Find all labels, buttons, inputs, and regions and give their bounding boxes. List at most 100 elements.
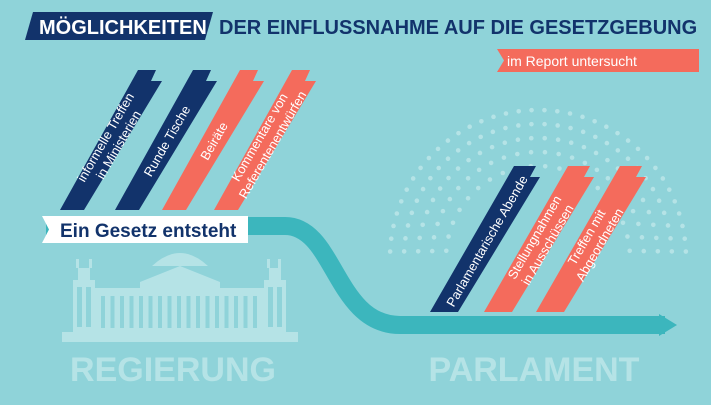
seat-dot xyxy=(445,138,451,143)
seat-dot xyxy=(676,211,682,216)
seat-dot xyxy=(487,177,493,182)
legend-badge xyxy=(497,49,699,72)
seat-dot xyxy=(435,221,440,227)
seat-dot xyxy=(580,114,585,120)
seat-dot xyxy=(466,157,471,163)
seat-dot xyxy=(503,125,508,131)
seat-dot xyxy=(581,144,587,150)
seat-dot xyxy=(428,175,433,181)
process-arrowhead xyxy=(659,314,677,336)
seat-dot xyxy=(595,185,601,191)
seat-dot xyxy=(605,157,610,163)
seat-dot xyxy=(568,140,574,145)
building-column xyxy=(129,296,134,328)
building-column xyxy=(177,296,181,328)
seat-dot xyxy=(582,160,588,166)
title-rest: DER EINFLUSSNAHME AUF DIE GESETZGEBUNG xyxy=(219,17,697,39)
seat-dot xyxy=(639,235,645,240)
building-column xyxy=(205,296,210,328)
seat-dot xyxy=(515,151,520,157)
seat-dot xyxy=(555,123,560,128)
seat-dot xyxy=(604,140,610,146)
seat-dot xyxy=(555,137,561,142)
seat-dot xyxy=(580,129,586,135)
seat-dot xyxy=(415,248,421,254)
seat-dot xyxy=(465,176,471,181)
seat-dot xyxy=(457,207,462,213)
seat-dot xyxy=(456,130,461,136)
ribbon-label-line: Runde Tische xyxy=(141,103,194,179)
seat-dot xyxy=(660,176,666,181)
seat-dot xyxy=(388,236,394,241)
process-banner xyxy=(42,216,248,243)
seat-dot xyxy=(630,208,636,214)
seat-dot xyxy=(604,124,609,130)
seat-dot xyxy=(556,151,561,157)
building-column xyxy=(224,296,229,328)
tower-window xyxy=(77,287,82,327)
building-column xyxy=(215,296,219,328)
legislation-process-line xyxy=(46,217,665,334)
seat-dot xyxy=(656,198,662,204)
seat-dot xyxy=(665,223,671,228)
building-column xyxy=(110,296,115,328)
seat-dot xyxy=(627,248,633,254)
seat-dot xyxy=(542,121,547,127)
seat-dot xyxy=(528,149,534,155)
building-column xyxy=(234,296,238,328)
seat-dot xyxy=(651,222,656,228)
seat-dot xyxy=(437,186,443,191)
seat-dot xyxy=(625,156,631,162)
seat-dot xyxy=(542,163,548,169)
seat-dot xyxy=(447,196,453,202)
seat-dot xyxy=(455,148,461,153)
seat-dot xyxy=(625,138,631,143)
seat-dot xyxy=(398,199,404,204)
ribbon-shape xyxy=(115,70,217,210)
seat-dot xyxy=(529,121,534,127)
seat-dot xyxy=(528,135,534,141)
ribbon-label: Runde Tische xyxy=(141,103,194,179)
tower-window xyxy=(277,287,282,327)
seat-dot xyxy=(475,185,481,191)
tower-window xyxy=(86,287,91,327)
seat-dot xyxy=(615,148,621,153)
seat-dot xyxy=(620,220,626,226)
tower-window xyxy=(268,287,273,327)
seat-dot xyxy=(436,165,442,171)
seat-dot xyxy=(418,165,423,171)
seat-dot xyxy=(641,248,647,254)
legend-label: im Report untersucht xyxy=(507,53,637,69)
building-column xyxy=(158,296,162,328)
building-column xyxy=(196,296,200,328)
seat-dot xyxy=(644,155,650,161)
seat-dot xyxy=(489,144,495,150)
seat-dot xyxy=(424,209,430,215)
seat-dot xyxy=(683,249,689,254)
seat-dot xyxy=(394,211,400,216)
title-highlight: MÖGLICHKEITEN xyxy=(39,16,207,39)
seat-dot xyxy=(653,165,658,171)
seat-dot xyxy=(414,198,420,204)
seat-dot xyxy=(503,111,509,116)
seat-dot xyxy=(488,160,494,166)
seat-dot xyxy=(515,137,521,142)
seat-dot xyxy=(502,140,508,145)
seat-dot xyxy=(640,197,646,203)
seat-dot xyxy=(479,118,484,124)
building-columns xyxy=(77,287,282,328)
building-column xyxy=(101,296,105,328)
ribbon-shape xyxy=(536,166,646,312)
seat-dot xyxy=(680,223,685,229)
seat-dot xyxy=(542,135,548,141)
ribbon-shape xyxy=(214,70,316,210)
seat-dot xyxy=(625,234,630,239)
seat-dot xyxy=(405,223,411,228)
building-column xyxy=(253,296,257,328)
seat-dot xyxy=(467,124,472,130)
ribbon-shape xyxy=(60,70,162,210)
seat-dot xyxy=(440,208,446,214)
seat-dot xyxy=(682,236,688,241)
